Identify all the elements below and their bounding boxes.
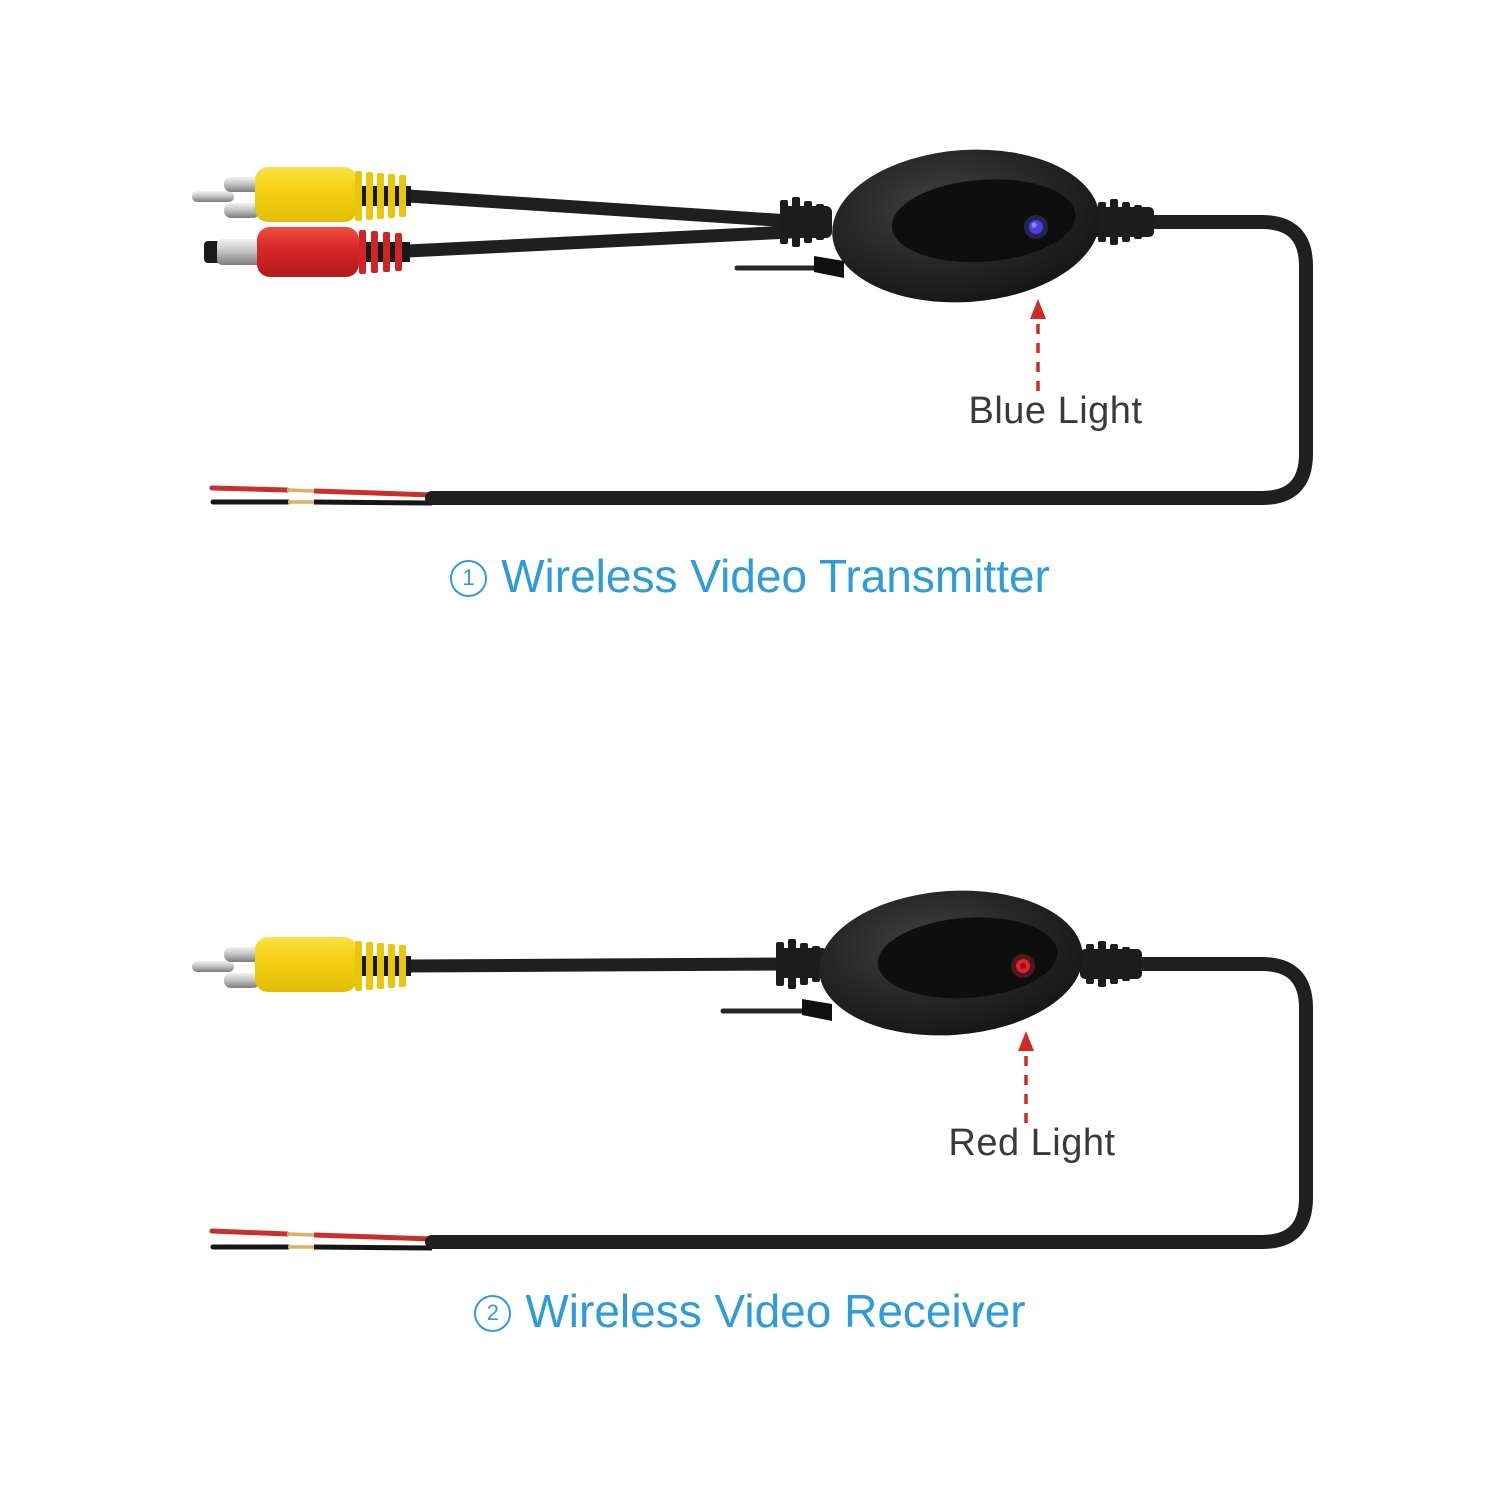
transmitter-power-wires bbox=[209, 485, 433, 506]
blue-light-label: Blue Light bbox=[968, 390, 1143, 432]
power-plug-cable bbox=[401, 225, 797, 258]
video-plug-cable bbox=[401, 189, 797, 228]
red-led-indicator bbox=[1011, 954, 1035, 978]
receiver-graphic bbox=[192, 890, 1313, 1251]
transmitter-device bbox=[832, 149, 1100, 303]
receiver-title-text: Wireless Video Receiver bbox=[525, 1285, 1026, 1337]
receiver-left-strain-relief bbox=[776, 939, 828, 989]
transmitter-left-strain-relief bbox=[780, 197, 832, 247]
receiver-right-strain-relief bbox=[1080, 941, 1142, 987]
red-dc-plug bbox=[204, 227, 410, 277]
blue-light-arrow bbox=[1030, 299, 1046, 392]
red-light-arrow bbox=[1018, 1031, 1034, 1128]
transmitter-right-strain-relief bbox=[1092, 199, 1154, 245]
transmitter-loop-cable bbox=[425, 215, 1313, 505]
blue-led-indicator bbox=[1024, 215, 1048, 239]
red-light-label: Red Light bbox=[948, 1122, 1116, 1164]
transmitter-graphic bbox=[192, 149, 1313, 506]
receiver-power-wires bbox=[209, 1228, 433, 1251]
transmitter-antenna bbox=[734, 256, 844, 278]
transmitter-title: 1 Wireless Video Transmitter bbox=[0, 549, 1500, 603]
receiver-device bbox=[819, 890, 1083, 1036]
receiver-number-badge: 2 bbox=[474, 1294, 512, 1332]
receiver-antenna bbox=[720, 999, 832, 1021]
transmitter-title-text: Wireless Video Transmitter bbox=[501, 550, 1050, 602]
receiver-loop-cable bbox=[425, 957, 1313, 1249]
receiver-title: 2 Wireless Video Receiver bbox=[0, 1284, 1500, 1338]
yellow-rca-plug-receiver bbox=[192, 937, 411, 992]
transmitter-number-badge: 1 bbox=[450, 559, 488, 597]
receiver-video-cable bbox=[401, 957, 793, 973]
yellow-rca-plug bbox=[192, 167, 411, 222]
